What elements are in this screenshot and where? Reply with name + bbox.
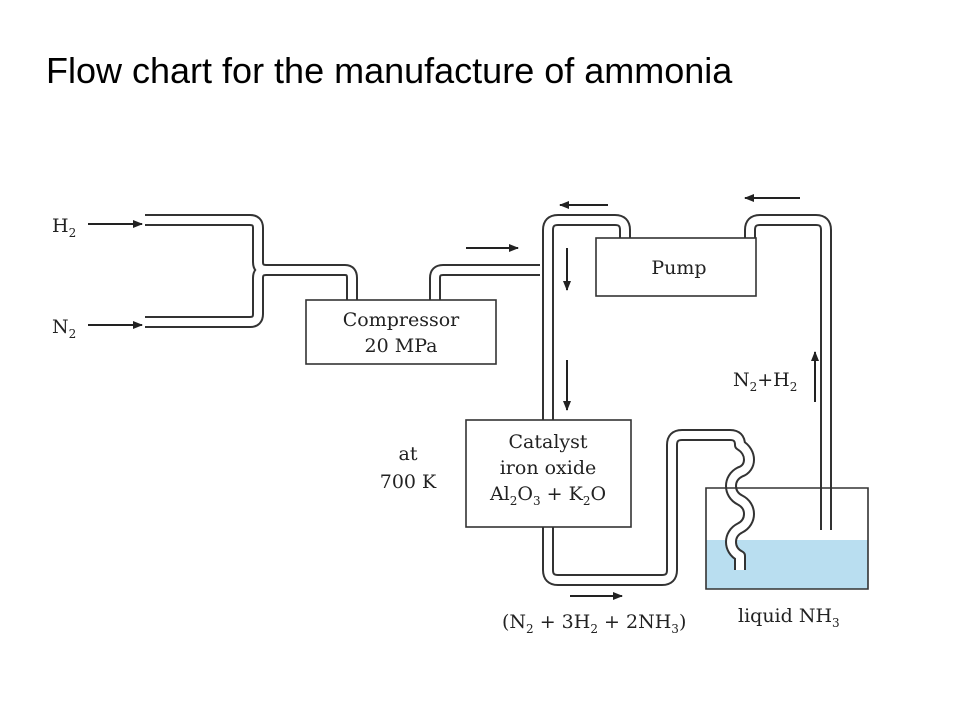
pump-box <box>595 237 757 297</box>
product-stream-label: (N2 + 3H2 + 2NH3) <box>502 611 686 636</box>
n2-label: N2 <box>52 316 76 341</box>
temperature-value: 700 K <box>380 471 437 493</box>
page-title: Flow chart for the manufacture of ammoni… <box>46 50 733 91</box>
h2-label: H2 <box>52 215 76 240</box>
catalyst-box <box>465 419 632 528</box>
catalyst-label: Catalyst <box>508 431 587 453</box>
catalyst-material: iron oxide <box>500 457 597 479</box>
separator-vessel <box>705 487 869 590</box>
catalyst-promoters: Al2O3 + K2O <box>489 483 606 508</box>
pump-label: Pump <box>651 257 706 279</box>
compressor-label: Compressor <box>343 309 460 331</box>
pipe-network <box>145 214 832 586</box>
recycle-gas-label: N2+H2 <box>733 369 797 394</box>
temperature-at: at <box>399 443 418 465</box>
compressor-box <box>305 299 497 365</box>
compressor-pressure: 20 MPa <box>365 335 438 357</box>
flow-arrows <box>88 194 819 600</box>
liquid-ammonia-label: liquid NH3 <box>738 605 840 630</box>
